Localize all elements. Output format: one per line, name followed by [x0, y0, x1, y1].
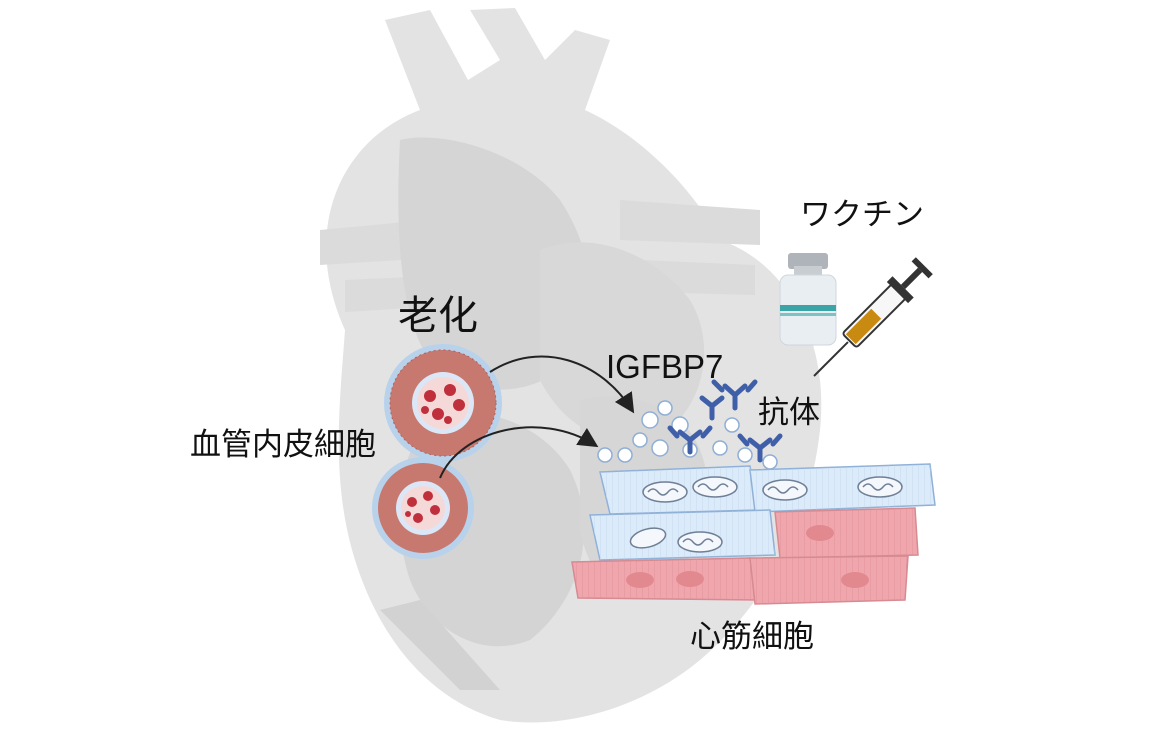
cardiomyocyte-label: 心筋細胞: [690, 619, 814, 655]
blood-vessel-icon: [372, 457, 474, 559]
arrow: [439, 426, 599, 479]
antibody-icon: [667, 379, 783, 463]
vaccine-label: ワクチン: [800, 197, 924, 233]
syringe-icon: [813, 257, 933, 377]
vaccine-vial-icon: [779, 253, 837, 346]
aging-label: 老化: [398, 293, 478, 339]
heart-silhouette: [320, 8, 822, 723]
mitochondria-icon: [629, 476, 903, 553]
blood-vessel-icon: [384, 344, 502, 462]
arrow: [489, 355, 635, 414]
endothelial-cell-label: 血管内皮細胞: [190, 427, 376, 463]
cardiomyocyte-cells: [571, 507, 919, 605]
endothelial-cells: [589, 463, 936, 561]
igfbp7-particles: [597, 400, 778, 470]
igfbp7-label: IGFBP7: [606, 348, 724, 385]
antibody-label: 抗体: [758, 395, 820, 431]
